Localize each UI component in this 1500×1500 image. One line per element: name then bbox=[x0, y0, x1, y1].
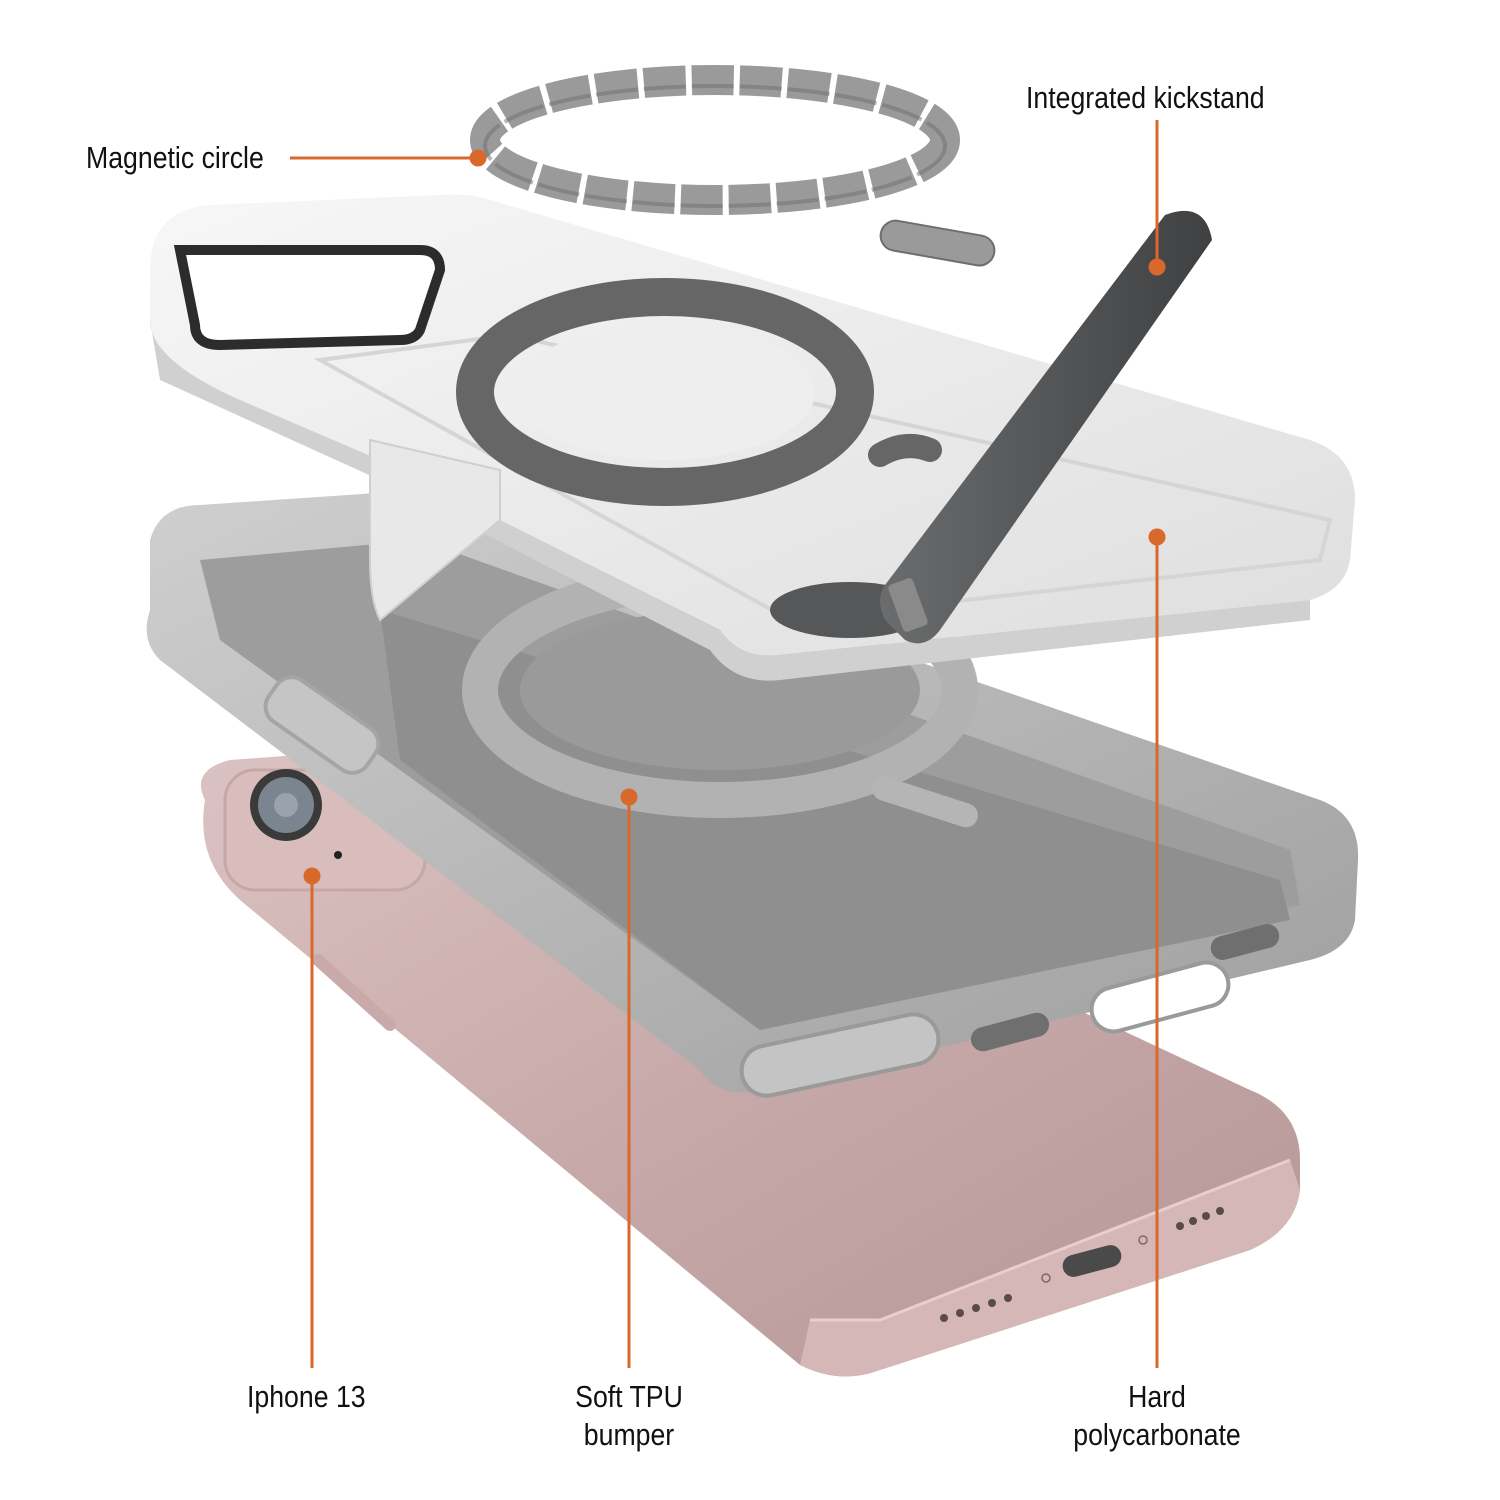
speaker-grille-left bbox=[940, 1294, 1012, 1322]
label-integrated-kickstand: Integrated kickstand bbox=[1026, 80, 1265, 115]
label-soft-tpu-line1: Soft TPU bbox=[575, 1379, 683, 1414]
label-magnetic-circle: Magnetic circle bbox=[86, 140, 264, 175]
kickstand bbox=[880, 210, 1212, 644]
speaker-grille-right bbox=[1176, 1207, 1224, 1230]
lightning-port bbox=[1062, 1245, 1122, 1277]
label-hard-line2: polycarbonate bbox=[1073, 1417, 1241, 1452]
camera-cutout bbox=[173, 245, 446, 351]
callout-lines bbox=[290, 120, 1166, 1368]
label-iphone-13: Iphone 13 bbox=[247, 1379, 366, 1414]
alignment-magnet bbox=[879, 219, 996, 267]
tpu-bumper bbox=[146, 490, 1359, 1098]
label-hard-line1: Hard bbox=[1128, 1379, 1186, 1414]
label-soft-tpu-bumper: Soft TPU bumper bbox=[543, 1378, 715, 1454]
label-soft-tpu-line2: bumper bbox=[583, 1417, 675, 1452]
label-hard-polycarbonate: Hard polycarbonate bbox=[1050, 1378, 1265, 1454]
shell-magsafe-ring bbox=[456, 278, 874, 506]
magnetic-ring bbox=[470, 65, 996, 267]
